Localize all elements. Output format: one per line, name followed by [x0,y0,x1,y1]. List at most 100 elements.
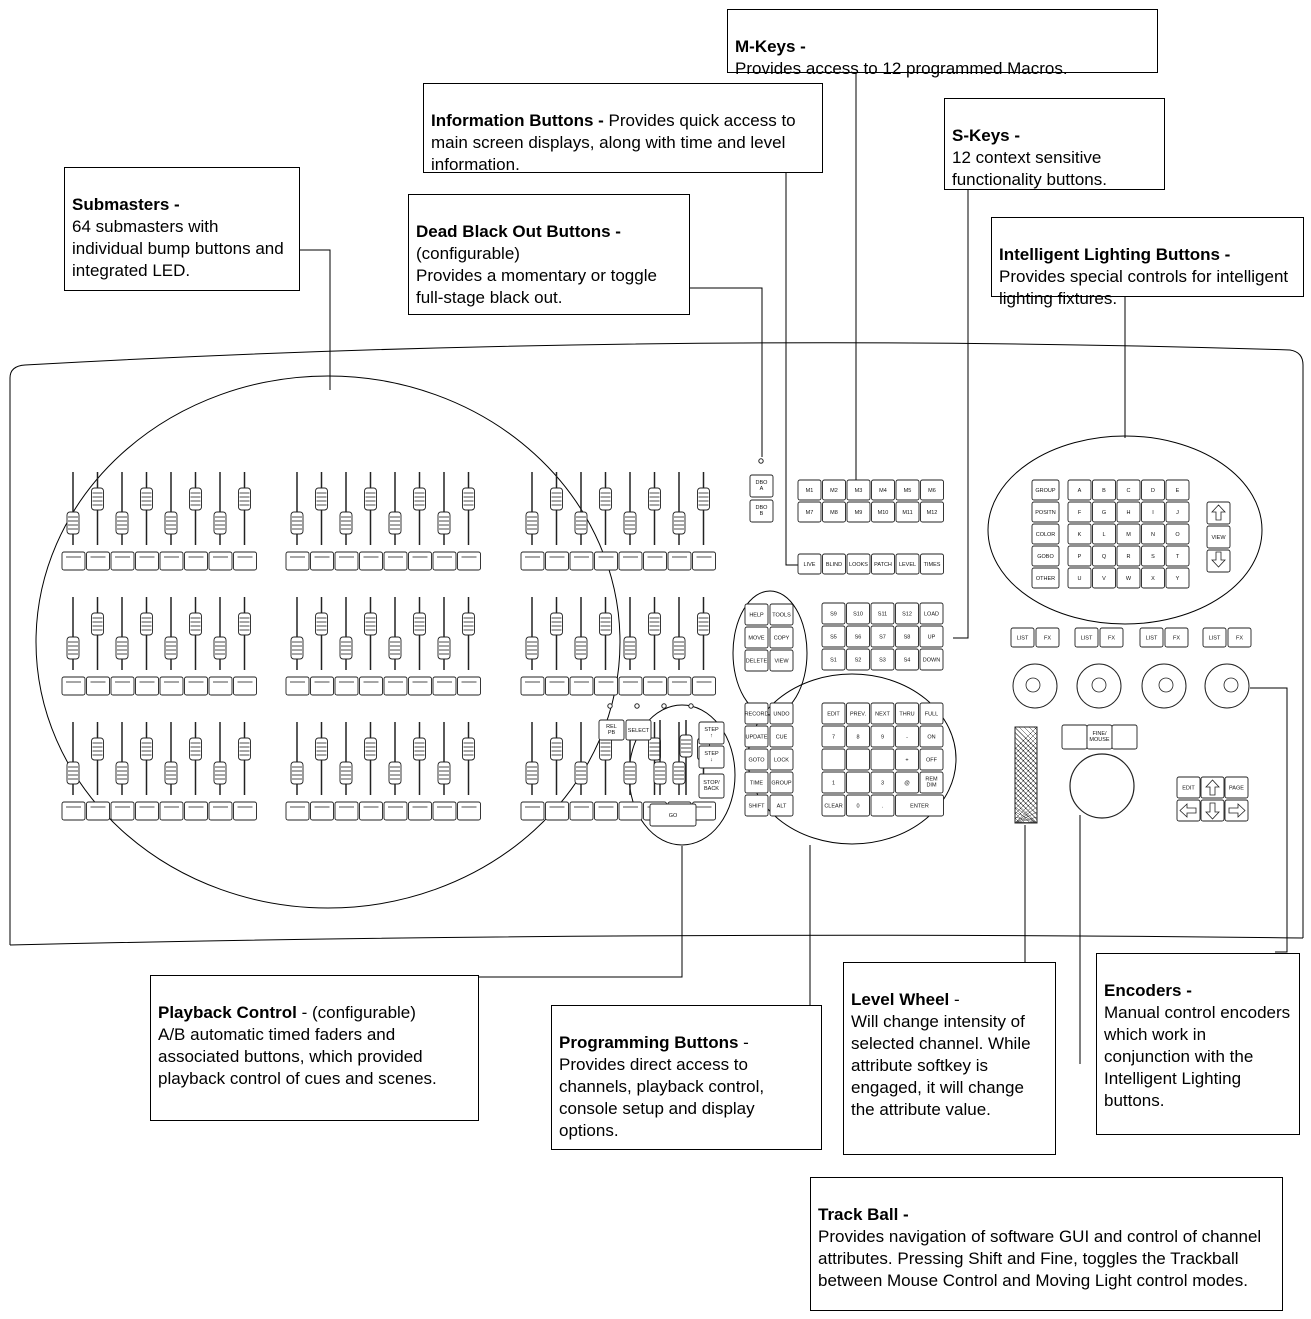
stop-back-button[interactable] [698,773,725,799]
mkey-m1[interactable] [797,479,822,501]
il-other-button[interactable] [1031,567,1060,589]
record-button[interactable] [744,702,769,725]
keypad-key[interactable] [846,771,870,794]
keypad-key[interactable] [846,748,870,771]
delete-button[interactable] [744,649,769,672]
bump-button[interactable] [520,551,545,571]
bump-button[interactable] [135,676,159,696]
skey-load[interactable] [919,602,944,625]
fx-button-4[interactable] [1227,627,1252,648]
skey-s10[interactable] [846,602,870,625]
bump-button[interactable] [135,801,159,821]
il-letter-w[interactable] [1116,567,1141,589]
bump-button[interactable] [61,801,86,821]
page-button[interactable] [1224,776,1249,799]
keypad-key[interactable] [821,794,846,817]
info-times-button[interactable] [920,553,944,575]
skey-s11[interactable] [870,602,895,625]
fx-button-2[interactable] [1099,627,1124,648]
il-gobo-button[interactable] [1031,545,1060,567]
bump-button[interactable] [285,801,310,821]
il-letter-t[interactable] [1165,545,1190,567]
skey-s6[interactable] [846,625,870,648]
bump-button[interactable] [408,676,432,696]
info-live-button[interactable] [797,553,822,575]
go-button[interactable] [649,803,697,827]
skey-s8[interactable] [895,625,919,648]
il-letter-h[interactable] [1116,501,1141,523]
mkey-m11[interactable] [895,501,920,523]
il-letter-g[interactable] [1092,501,1116,523]
bump-button[interactable] [383,551,408,571]
bump-button[interactable] [110,551,135,571]
il-color-button[interactable] [1031,523,1060,545]
bump-button[interactable] [233,676,257,696]
view-button[interactable] [769,649,794,672]
bump-button[interactable] [457,801,481,821]
keypad-key[interactable] [919,748,944,771]
bump-button[interactable] [569,676,594,696]
bump-button[interactable] [310,551,334,571]
step-down-button[interactable] [698,745,725,769]
bump-button[interactable] [285,551,310,571]
cue-button[interactable] [769,725,794,748]
il-letter-b[interactable] [1092,479,1116,501]
keypad-key[interactable] [821,702,846,725]
bump-button[interactable] [208,676,233,696]
mkey-m8[interactable] [822,501,846,523]
keypad-key[interactable] [895,771,919,794]
bump-button[interactable] [594,551,618,571]
il-letter-y[interactable] [1165,567,1190,589]
bump-button[interactable] [569,801,594,821]
bump-button[interactable] [408,551,432,571]
mkey-m10[interactable] [871,501,895,523]
il-letter-e[interactable] [1165,479,1190,501]
shift-button[interactable] [744,794,769,817]
il-letter-d[interactable] [1141,479,1165,501]
keypad-key[interactable] [870,725,895,748]
bump-button[interactable] [86,676,110,696]
bump-button[interactable] [184,676,208,696]
bump-button[interactable] [432,551,457,571]
bump-button[interactable] [520,676,545,696]
il-positn-button[interactable] [1031,501,1060,523]
keypad-key[interactable] [919,702,944,725]
skey-up[interactable] [919,625,944,648]
fine-left-button[interactable] [1061,724,1088,750]
mkey-m4[interactable] [871,479,895,501]
bump-button[interactable] [159,801,184,821]
bump-button[interactable] [618,676,643,696]
mkey-m9[interactable] [846,501,871,523]
list-button-2[interactable] [1074,627,1099,648]
keypad-key[interactable] [895,725,919,748]
il-group-button[interactable] [1031,479,1060,501]
bump-button[interactable] [545,801,569,821]
bump-button[interactable] [457,551,481,571]
bump-button[interactable] [545,676,569,696]
mkey-m12[interactable] [920,501,944,523]
keypad-key[interactable] [846,725,870,748]
il-letter-i[interactable] [1141,501,1165,523]
fx-button-3[interactable] [1164,627,1189,648]
bump-button[interactable] [692,551,716,571]
bump-button[interactable] [233,551,257,571]
il-letter-n[interactable] [1141,523,1165,545]
list-button-1[interactable] [1010,627,1035,648]
bump-button[interactable] [310,801,334,821]
fine-right-button[interactable] [1111,724,1138,750]
keypad-key[interactable] [895,748,919,771]
bump-button[interactable] [569,551,594,571]
mkey-m7[interactable] [797,501,822,523]
bump-button[interactable] [184,801,208,821]
bump-button[interactable] [184,551,208,571]
bump-button[interactable] [359,551,383,571]
bump-button[interactable] [285,676,310,696]
bump-button[interactable] [159,676,184,696]
time-button[interactable] [744,771,769,794]
il-letter-m[interactable] [1116,523,1141,545]
keypad-key[interactable] [870,794,895,817]
skey-s7[interactable] [870,625,895,648]
bump-button[interactable] [334,676,359,696]
bump-button[interactable] [408,801,432,821]
list-button-4[interactable] [1202,627,1227,648]
